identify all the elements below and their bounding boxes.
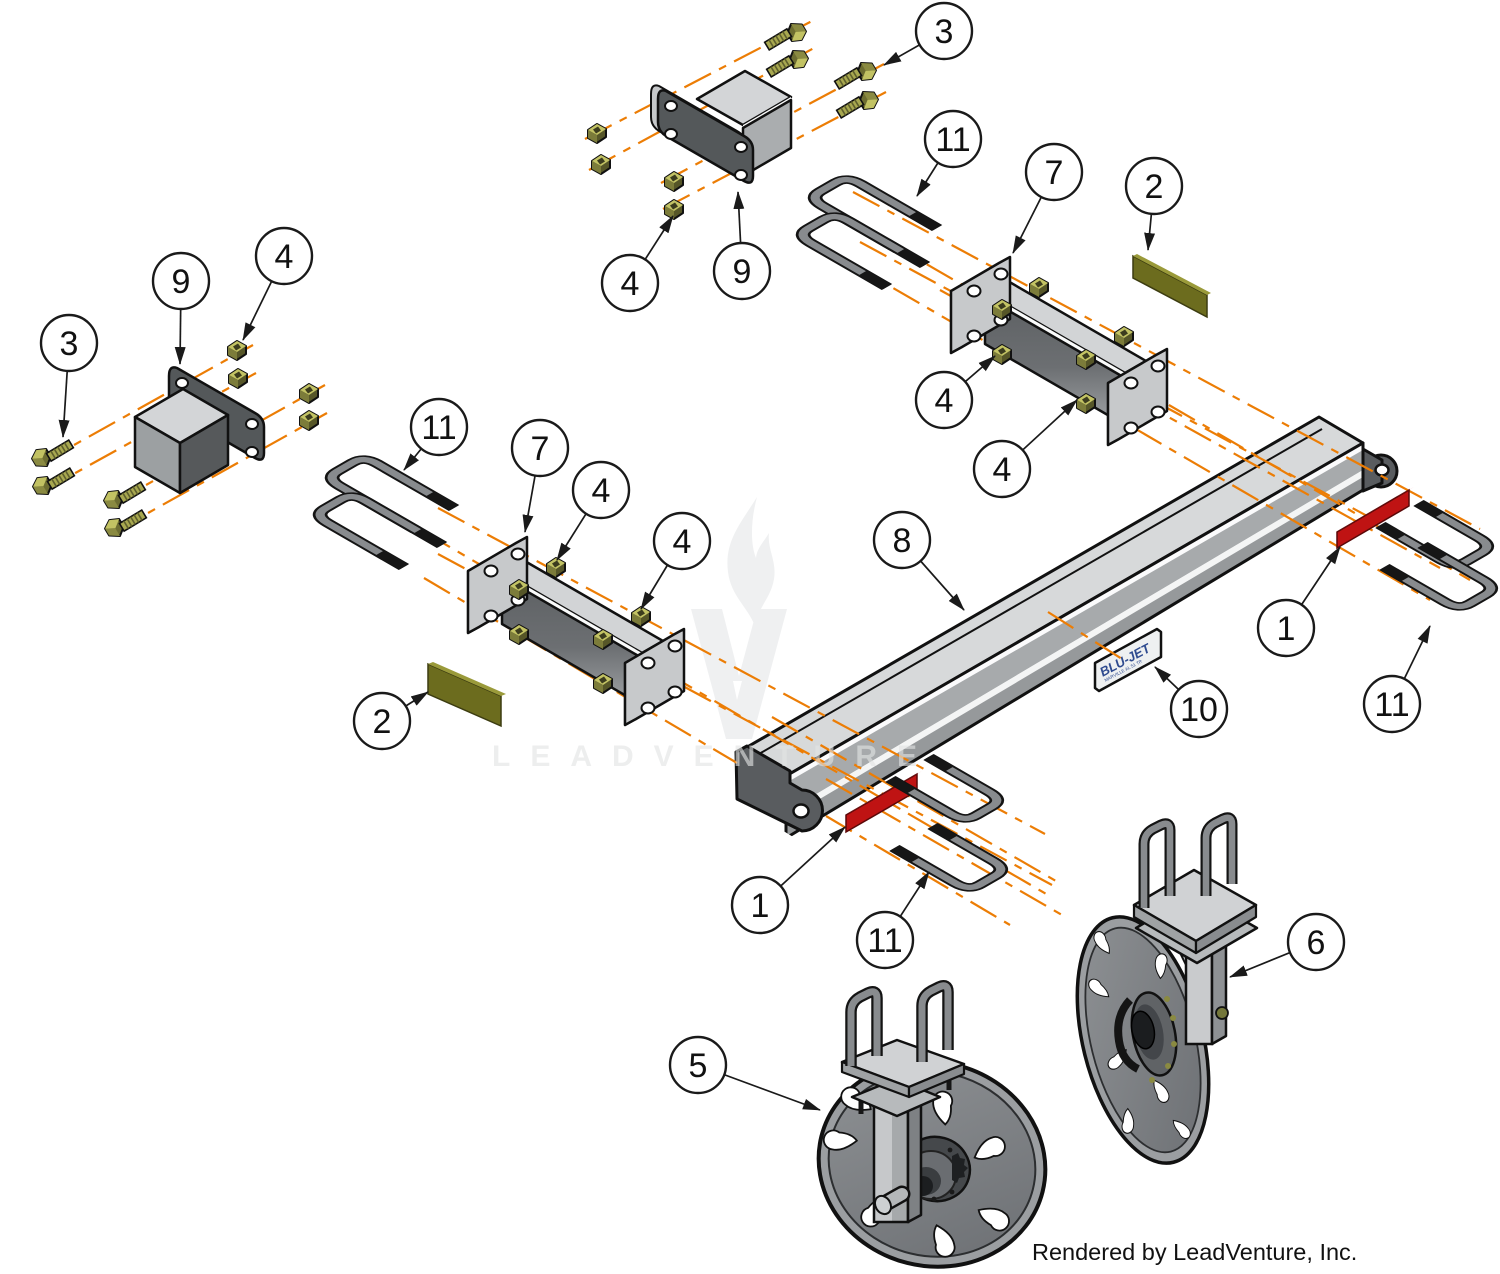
svg-text:2: 2 [373,703,392,741]
svg-text:10: 10 [1180,691,1218,729]
svg-text:4: 4 [935,382,954,420]
svg-text:4: 4 [592,472,611,510]
svg-text:3: 3 [935,13,954,51]
svg-text:1: 1 [1277,610,1296,648]
svg-text:4: 4 [673,523,692,561]
svg-text:5: 5 [689,1047,708,1085]
svg-text:3: 3 [60,325,79,363]
svg-text:4: 4 [621,265,640,303]
svg-text:2: 2 [1145,168,1164,206]
svg-text:9: 9 [733,253,752,291]
svg-text:1: 1 [751,887,770,925]
svg-text:4: 4 [275,238,294,276]
svg-text:Rendered by LeadVenture, Inc.: Rendered by LeadVenture, Inc. [1032,1239,1357,1265]
svg-text:11: 11 [1374,686,1409,724]
svg-text:6: 6 [1307,924,1326,962]
svg-text:8: 8 [893,522,912,560]
svg-text:11: 11 [421,409,456,447]
svg-text:9: 9 [172,263,191,301]
svg-text:11: 11 [935,121,970,159]
svg-text:LEADVENTURE: LEADVENTURE [492,740,937,773]
svg-text:11: 11 [867,922,902,960]
svg-text:4: 4 [993,451,1012,489]
svg-text:7: 7 [531,430,550,468]
svg-text:7: 7 [1045,154,1064,192]
